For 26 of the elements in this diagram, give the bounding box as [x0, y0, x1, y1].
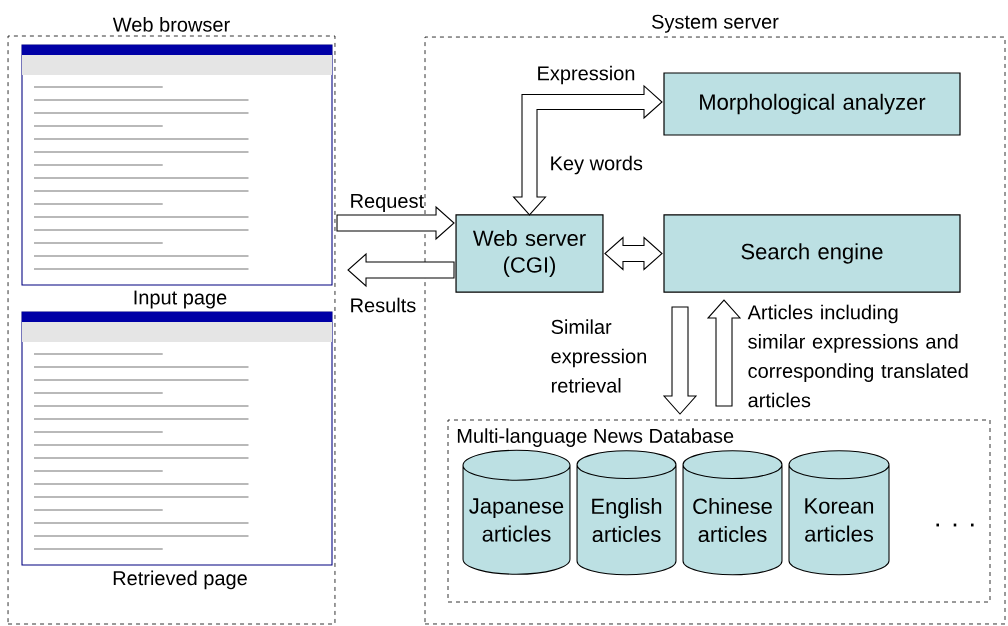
block-arrow	[662, 306, 698, 415]
database-cylinder: Chinese articles	[682, 450, 783, 576]
block-arrow	[512, 84, 663, 216]
block-arrow	[604, 236, 663, 271]
database-cylinder: Korean articles	[788, 450, 890, 576]
block-arrow	[706, 299, 742, 407]
browser-screenshot-picture: Input page	[21, 44, 333, 309]
edge-label: Articles including similar expressions and corresponding translated articles	[747, 304, 968, 408]
database-cylinder: Japanese articles	[462, 449, 571, 575]
edge-label: Results	[351, 297, 416, 313]
process-box: Search engine	[663, 214, 961, 293]
node-label: Retrieved page	[113, 570, 247, 590]
block-arrow	[347, 252, 455, 288]
browser-screenshot-picture: Retrieved page	[21, 311, 333, 590]
process-box: Morphological analyzer	[663, 72, 961, 136]
edge-label: Similar expression retrieval	[551, 319, 646, 393]
edge-label: Expression	[538, 65, 635, 85]
node-label: Web browser	[112, 17, 230, 32]
text-label: Key words	[551, 155, 643, 175]
node-label: System server	[652, 14, 779, 33]
process-box: Web server (CGI)	[455, 214, 604, 293]
database-cylinder: English articles	[576, 450, 677, 576]
block-arrow	[336, 205, 455, 241]
node-label: Input page	[134, 290, 227, 309]
ellipsis-label: . . .	[936, 523, 974, 527]
edge-label: Request	[351, 194, 424, 212]
